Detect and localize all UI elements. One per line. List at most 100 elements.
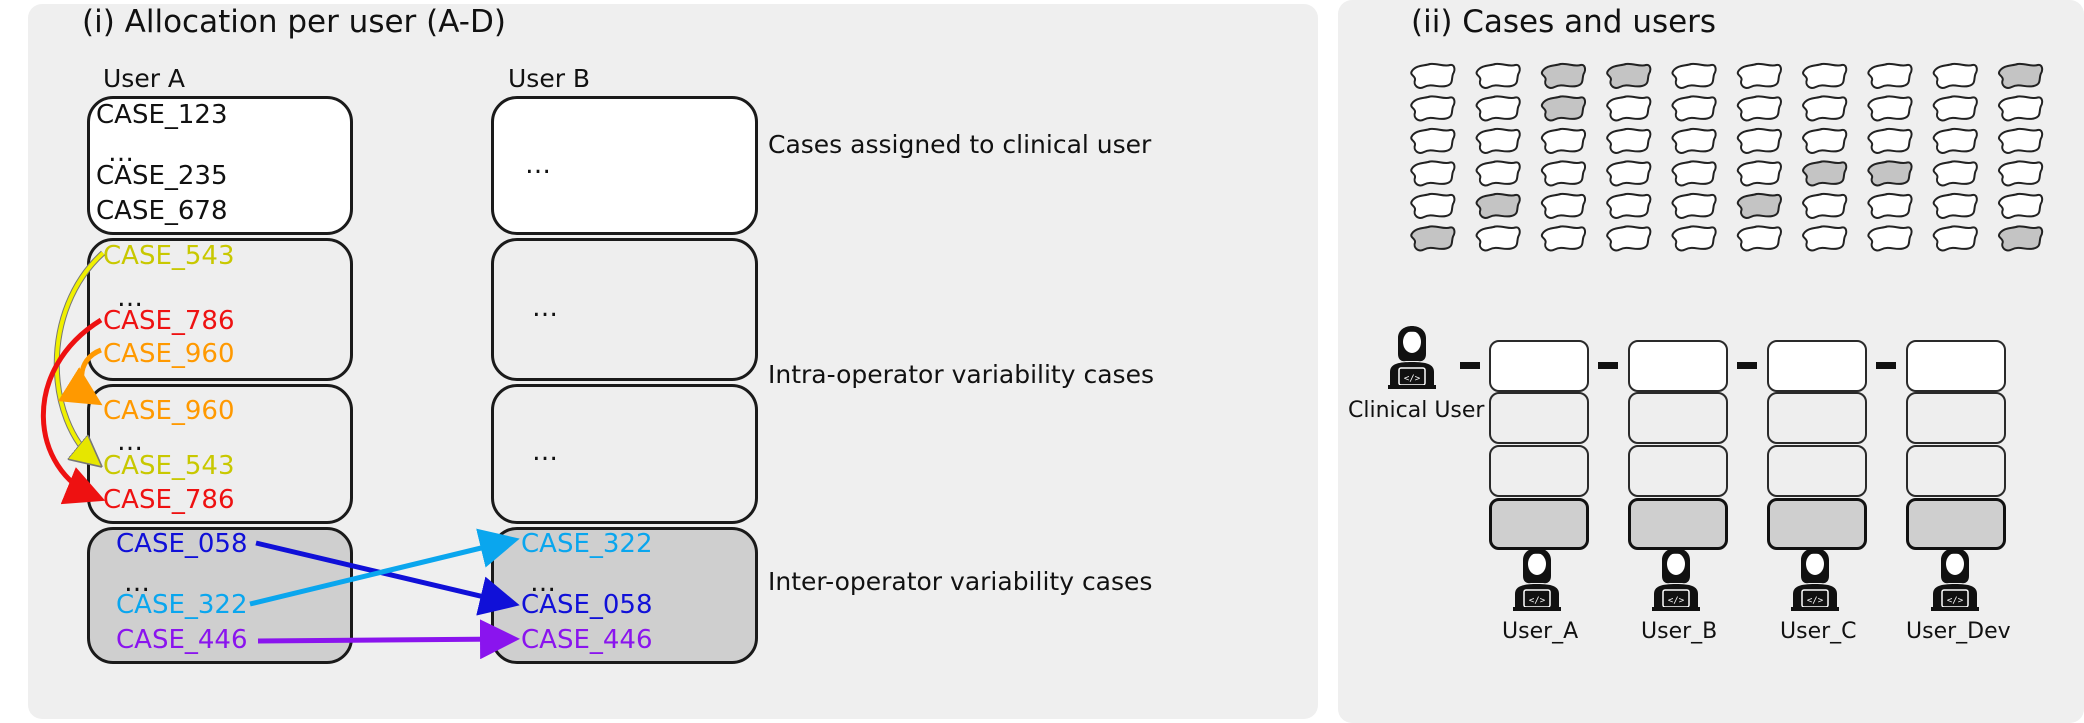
case-glyph-selected [1410, 225, 1456, 252]
case-glyph [1475, 95, 1521, 122]
case-label-322: CASE_322 [116, 590, 248, 620]
case-stack-slot [1767, 445, 1867, 497]
arrow-case-322 [249, 528, 520, 607]
user-a-title: User A [103, 64, 186, 93]
case-glyph-selected [1998, 225, 2044, 252]
ellipsis: … [532, 437, 559, 467]
case-stack-slot [1906, 445, 2006, 497]
case-glyph [1606, 127, 1652, 154]
case-label-446: CASE_446 [521, 625, 653, 655]
case-label-058: CASE_058 [116, 529, 248, 559]
user-b-inter-box [491, 527, 758, 664]
user-a-intra-box-1 [87, 238, 353, 381]
clinical-user-label: Clinical User [1348, 398, 1485, 423]
case-glyph [1932, 62, 1978, 89]
case-glyph [1671, 192, 1717, 219]
case-glyph [1671, 62, 1717, 89]
svg-text:</>: </> [1807, 596, 1824, 606]
case-stack-slot [1767, 498, 1867, 550]
case-glyph [1606, 225, 1652, 252]
arrow-case-960 [57, 347, 103, 406]
case-glyph [1932, 192, 1978, 219]
case-glyph [1606, 192, 1652, 219]
ellipsis: … [525, 150, 552, 180]
case-stack-slot [1906, 392, 2006, 444]
case-glyph [1802, 127, 1848, 154]
case-glyph-selected [1736, 192, 1782, 219]
case-glyph [1606, 160, 1652, 187]
case-stack-slot [1906, 498, 2006, 550]
case-stack-slot [1767, 340, 1867, 392]
case-glyph [1540, 160, 1587, 187]
case-glyph [1867, 192, 1913, 219]
case-glyph [1475, 225, 1521, 252]
case-glyph [1802, 62, 1848, 89]
case-glyph [1475, 160, 1521, 187]
user-a-assigned-box [87, 96, 353, 235]
user-b-assigned-box [491, 96, 758, 235]
case-glyph [1410, 127, 1456, 154]
case-glyph-selected [1540, 95, 1587, 122]
connector-dash [1598, 362, 1618, 369]
ellipsis: … [117, 283, 144, 313]
case-glyph-selected [1475, 192, 1521, 219]
case-glyph [1736, 225, 1782, 252]
case-label-446: CASE_446 [116, 625, 248, 655]
user-label: User_Dev [1906, 619, 2011, 644]
clinical-user-icon: </> [1388, 326, 1436, 389]
case-stack-slot [1628, 392, 1728, 444]
user-b-title: User B [508, 64, 591, 93]
case-glyph [1410, 192, 1456, 219]
case-glyph [1932, 160, 1978, 187]
case-glyph [1410, 62, 1456, 89]
case-stack-slot [1489, 392, 1589, 444]
case-glyph-selected [1802, 160, 1848, 187]
case-glyph [1867, 62, 1913, 89]
case-stack-slot [1489, 445, 1589, 497]
arrow-case-786 [40, 317, 106, 505]
case-glyph [1998, 95, 2044, 122]
user-label: User_C [1780, 619, 1857, 644]
connector-dash [1460, 362, 1480, 369]
case-glyph [1410, 95, 1456, 122]
user-a-inter-box [87, 527, 353, 664]
case-label-322: CASE_322 [521, 529, 653, 559]
case-glyph [1736, 127, 1782, 154]
case-stack-slot [1628, 340, 1728, 392]
case-label-543: CASE_543 [103, 241, 235, 271]
allocation-panel-title: (i) Allocation per user (A-D) [82, 4, 506, 40]
ellipsis: … [108, 138, 135, 168]
ellipsis: … [117, 427, 144, 457]
case-glyph-selected [1540, 62, 1587, 89]
case-glyph [1998, 127, 2044, 154]
case-label-058: CASE_058 [521, 590, 653, 620]
case-glyph [1802, 192, 1848, 219]
case-stack-slot [1767, 392, 1867, 444]
case-glyph [1671, 95, 1717, 122]
svg-text:</>: </> [1668, 596, 1685, 606]
case-glyph [1671, 225, 1717, 252]
case-glyph [1475, 62, 1521, 89]
svg-text:</>: </> [1404, 374, 1421, 384]
case-glyph [1671, 127, 1717, 154]
case-glyph-selected [1606, 62, 1652, 89]
user-c-icon: </> [1791, 548, 1839, 611]
case-glyph [1802, 225, 1848, 252]
cases-users-panel-title: (ii) Cases and users [1411, 4, 1717, 40]
user-a-icon: </> [1513, 548, 1561, 611]
case-stack-slot [1906, 340, 2006, 392]
user-label: User_B [1641, 619, 1718, 644]
case-label-960: CASE_960 [103, 396, 235, 426]
case-glyph [1736, 160, 1782, 187]
svg-text:</>: </> [1529, 596, 1546, 606]
user-b-intra-box-1 [491, 238, 758, 381]
case-glyph [1606, 95, 1652, 122]
case-glyph [1410, 160, 1456, 187]
user-b-intra-box-2 [491, 384, 758, 524]
user-label: User_A [1502, 619, 1579, 644]
case-glyph [1802, 95, 1848, 122]
case-label: CASE_123 [96, 100, 228, 130]
